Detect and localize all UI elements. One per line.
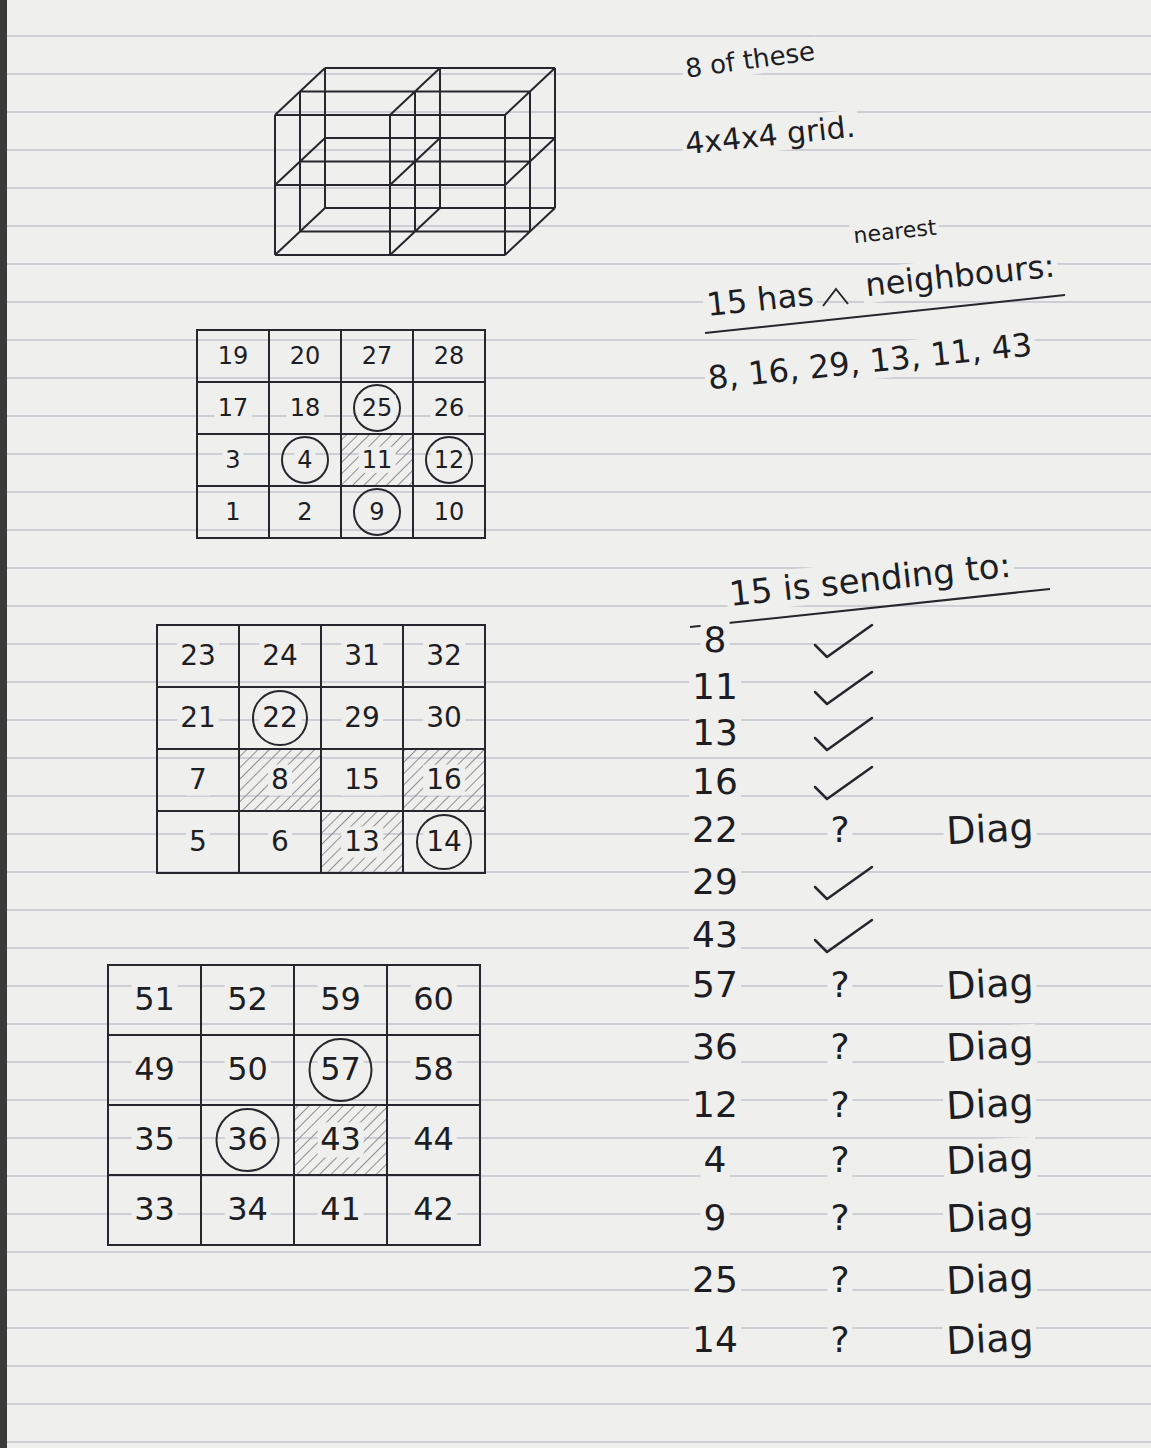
grid-number: 11: [359, 447, 396, 473]
list-number: 11: [689, 667, 741, 707]
list-note: Diag: [942, 1137, 1037, 1184]
tick-marks: [815, 625, 872, 952]
grid-number: 17: [215, 395, 252, 421]
grid-lines: [108, 330, 485, 1245]
grid-number: 27: [359, 343, 396, 369]
grid-number: 18: [287, 395, 324, 421]
grid-number: 60: [410, 982, 457, 1017]
question-mark: ?: [827, 1198, 852, 1238]
grid-number: 34: [224, 1192, 271, 1227]
grid-number: 6: [268, 827, 292, 858]
grid-number: 50: [224, 1052, 271, 1087]
binder-edge: [0, 0, 7, 1448]
grid-number: 28: [431, 343, 468, 369]
grid-number: 51: [131, 982, 178, 1017]
grid-number: 25: [359, 395, 396, 421]
list-number: 13: [689, 713, 741, 753]
grid-number: 22: [259, 703, 301, 734]
list-number: 16: [689, 762, 741, 802]
list-number: 57: [689, 965, 741, 1005]
grid-number: 15: [341, 765, 383, 796]
grid-number: 21: [177, 703, 219, 734]
list-note: Diag: [942, 962, 1037, 1009]
grid-number: 3: [222, 447, 243, 473]
grid-number: 59: [317, 982, 364, 1017]
list-note: Diag: [942, 1257, 1037, 1304]
list-note: Diag: [942, 807, 1037, 854]
cube-sketch: [275, 68, 555, 255]
grid-number: 12: [431, 447, 468, 473]
grid-number: 52: [224, 982, 271, 1017]
grid-number: 7: [186, 765, 210, 796]
list-number: 14: [689, 1320, 741, 1360]
list-number: 22: [689, 810, 741, 850]
list-note: Diag: [942, 1317, 1037, 1364]
question-mark: ?: [827, 1027, 852, 1067]
grid-number: 23: [177, 641, 219, 672]
grid-number: 5: [186, 827, 210, 858]
grid-number: 36: [224, 1122, 271, 1157]
grid-number: 10: [431, 499, 468, 525]
grid-number: 8: [268, 765, 292, 796]
list-number: 9: [701, 1198, 730, 1238]
question-mark: ?: [827, 810, 852, 850]
question-mark: ?: [827, 965, 852, 1005]
list-number: 8: [701, 620, 730, 660]
grid-number: 13: [341, 827, 383, 858]
grid-number: 29: [341, 703, 383, 734]
grid-number: 58: [410, 1052, 457, 1087]
list-note: Diag: [942, 1024, 1037, 1071]
grid-number: 2: [294, 499, 315, 525]
list-number: 43: [689, 915, 741, 955]
grid-number: 57: [317, 1052, 364, 1087]
grid-number: 43: [317, 1122, 364, 1157]
grid-number: 44: [410, 1122, 457, 1157]
circle-marks: [217, 385, 473, 1171]
grid-number: 4: [294, 447, 315, 473]
shaded-cells: [239, 434, 485, 1175]
grid-number: 49: [131, 1052, 178, 1087]
grid-number: 42: [410, 1192, 457, 1227]
list-note: Diag: [942, 1082, 1037, 1129]
grid-number: 14: [423, 827, 465, 858]
grid-number: 24: [259, 641, 301, 672]
question-mark: ?: [827, 1260, 852, 1300]
grid-number: 1: [222, 499, 243, 525]
question-mark: ?: [827, 1085, 852, 1125]
grid-number: 26: [431, 395, 468, 421]
underlines: [690, 289, 1065, 627]
list-number: 36: [689, 1027, 741, 1067]
grid-number: 16: [423, 765, 465, 796]
grid-number: 30: [423, 703, 465, 734]
grid-number: 20: [287, 343, 324, 369]
list-number: 12: [689, 1085, 741, 1125]
grid-number: 9: [366, 499, 387, 525]
grid-number: 32: [423, 641, 465, 672]
grid-number: 41: [317, 1192, 364, 1227]
list-note: Diag: [942, 1195, 1037, 1242]
grid-number: 19: [215, 343, 252, 369]
list-number: 29: [689, 862, 741, 902]
grid-number: 31: [341, 641, 383, 672]
question-mark: ?: [827, 1320, 852, 1360]
question-mark: ?: [827, 1140, 852, 1180]
grid-number: 33: [131, 1192, 178, 1227]
list-number: 4: [701, 1140, 730, 1180]
list-number: 25: [689, 1260, 741, 1300]
grid-number: 35: [131, 1122, 178, 1157]
